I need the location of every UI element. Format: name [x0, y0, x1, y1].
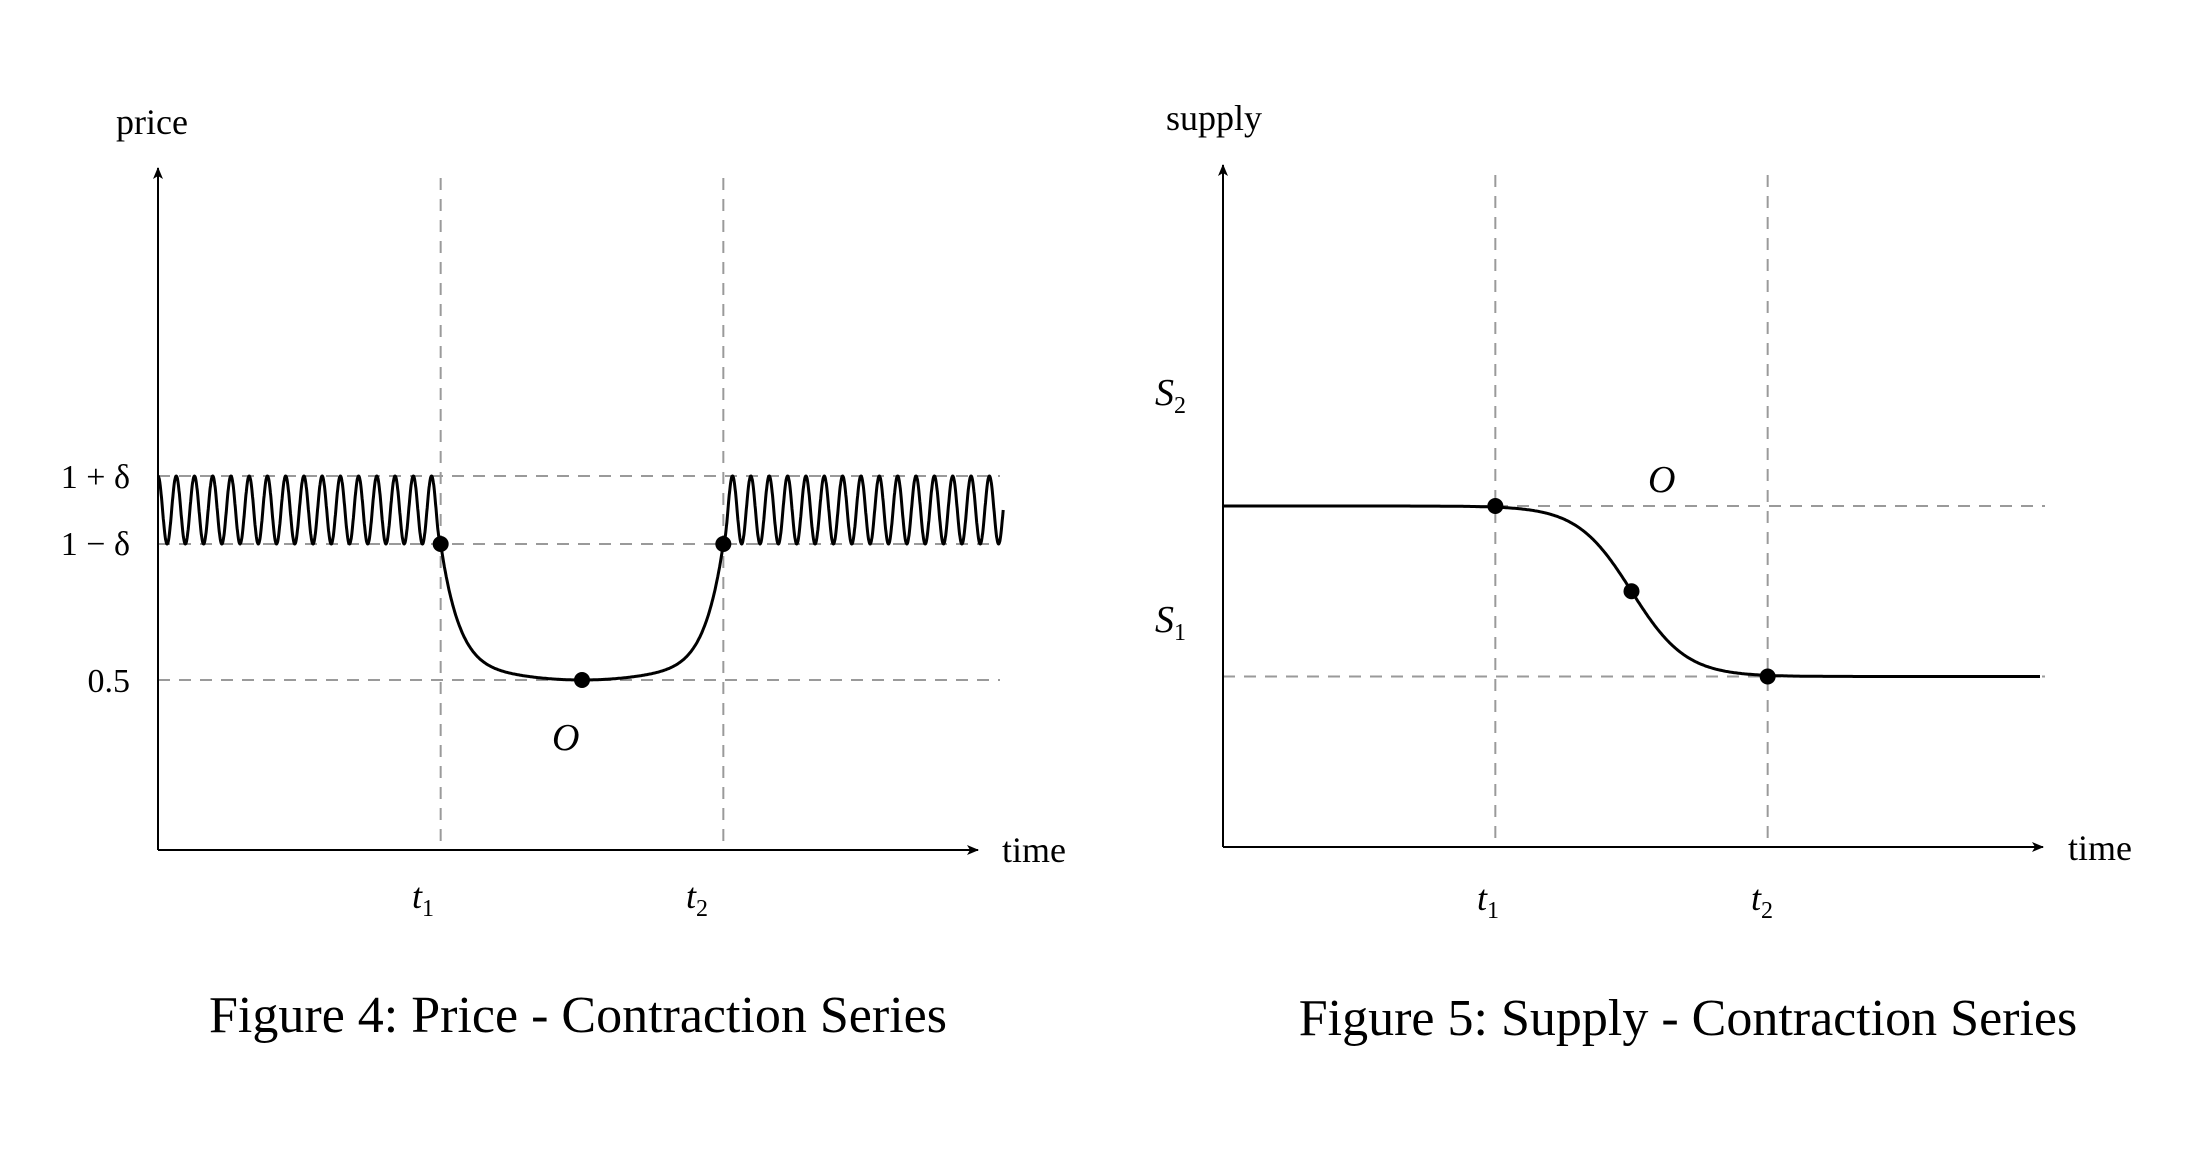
price-chart: price time 1 + δ 1 − δ 0.5 t1 t2 O Figur…: [61, 102, 1066, 1044]
price-y-axis-label: price: [116, 102, 188, 142]
supply-marker-2: [1759, 668, 1776, 685]
price-series-line: [156, 474, 1005, 682]
supply-reference-lines: [1223, 175, 2045, 847]
price-marker-0: [432, 536, 449, 552]
supply-x-axis-label: time: [2068, 828, 2132, 868]
price-x-axis-label: time: [1002, 830, 1066, 870]
supply-xtick-t1: t1: [1477, 878, 1499, 924]
price-figure-caption: Figure 4: Price - Contraction Series: [209, 987, 947, 1044]
price-markers: [432, 536, 732, 688]
supply-ytick-s1: S1: [1155, 599, 1186, 646]
price-xtick-t1: t1: [412, 876, 434, 922]
price-optimum-label: O: [552, 717, 579, 759]
supply-ytick-s2: S2: [1155, 372, 1186, 419]
supply-y-axis-label: supply: [1166, 98, 1262, 138]
price-ytick-lower: 1 − δ: [61, 526, 130, 563]
supply-chart: supply time S2 S1 t1 t2 O Figure 5: Supp…: [1155, 98, 2132, 1047]
price-ytick-upper: 1 + δ: [61, 459, 130, 496]
price-marker-1: [574, 672, 590, 688]
price-xtick-t2: t2: [686, 876, 708, 922]
supply-marker-0: [1487, 498, 1504, 514]
supply-optimum-label: O: [1648, 459, 1675, 501]
supply-figure-caption: Figure 5: Supply - Contraction Series: [1299, 990, 2077, 1047]
supply-markers: [1487, 498, 1776, 685]
supply-marker-1: [1623, 583, 1640, 600]
price-marker-2: [715, 536, 732, 552]
price-ytick-half: 0.5: [88, 663, 131, 700]
supply-xtick-t2: t2: [1751, 878, 1773, 924]
